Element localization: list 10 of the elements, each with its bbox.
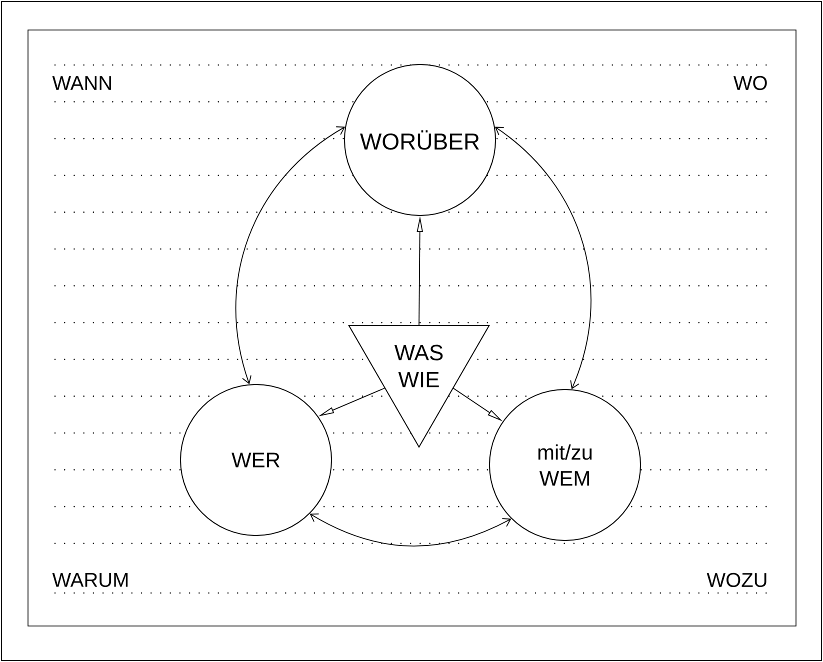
circle-node: WORÜBER [344, 64, 496, 216]
arrow [310, 514, 512, 546]
corner-label: WOZU [704, 570, 770, 590]
corner-label: WANN [50, 74, 115, 92]
corner-label: WARUM [50, 571, 132, 589]
circle-node: WER [180, 384, 332, 536]
arrow [494, 126, 592, 390]
arrow [235, 126, 346, 384]
circle-node: mit/zu WEM [489, 388, 641, 541]
corner-label: WO [731, 74, 770, 92]
